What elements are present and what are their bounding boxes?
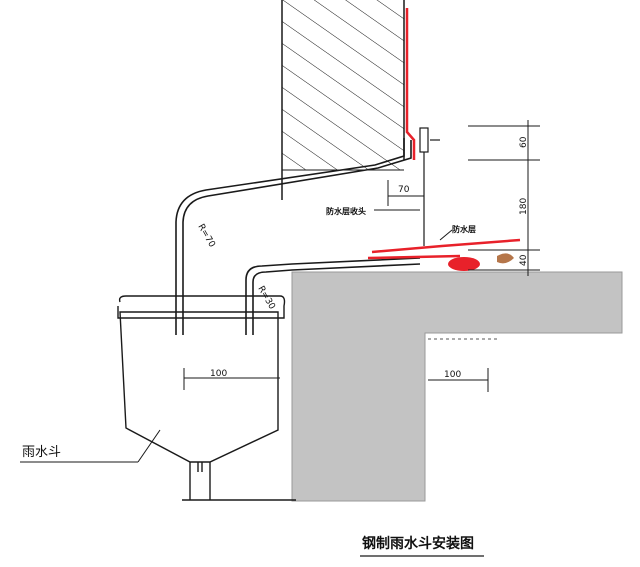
flashing-gap-dimension xyxy=(387,180,424,206)
vertical-dimensions xyxy=(468,120,540,276)
label-flashing-bracket: 防水层收头 xyxy=(326,206,366,216)
dim-slab-offset: 100 xyxy=(444,370,461,380)
hopper-offset-dimension xyxy=(183,368,280,390)
hopper-body xyxy=(117,295,296,501)
dim-height: 180 xyxy=(519,198,529,215)
brick-wall xyxy=(281,0,405,200)
drawing-title: 钢制雨水斗安装图 xyxy=(362,535,474,552)
label-waterproof-layer: 防水层 xyxy=(452,224,476,234)
waterproof-layer-red xyxy=(367,8,521,260)
bend-radius-top: R=70 xyxy=(195,223,216,250)
label-hopper: 雨水斗 xyxy=(22,445,61,460)
hopper-leader xyxy=(20,429,161,463)
dim-hopper-offset: 100 xyxy=(210,369,227,379)
slab-offset-dimension xyxy=(428,368,489,392)
fixing-bracket xyxy=(419,127,440,246)
dim-bottom-offset: 40 xyxy=(519,254,529,266)
steel-gutter-profile xyxy=(175,138,421,335)
sealant-blob xyxy=(448,257,480,271)
concrete-slab xyxy=(291,271,623,502)
dim-top-offset: 60 xyxy=(519,136,529,148)
bend-radius-bottom: R=30 xyxy=(255,285,276,312)
leader-waterproof-layer xyxy=(439,229,453,241)
dim-flashing-gap: 70 xyxy=(398,185,410,195)
sealant-accent xyxy=(497,253,514,264)
